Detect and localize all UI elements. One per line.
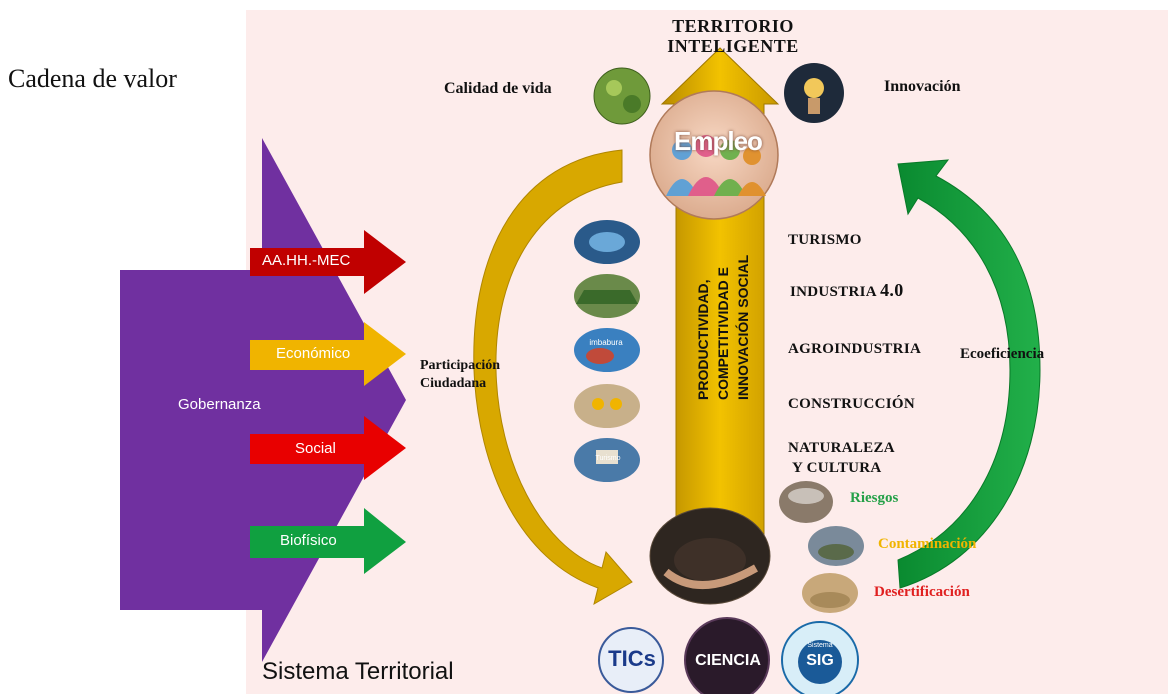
sector-industria: INDUSTRIA 4.0	[790, 280, 904, 301]
quality-of-life-label: Calidad de vida	[444, 80, 552, 97]
participation-arrow	[473, 149, 633, 606]
sector-construccion: CONSTRUCCIÓN	[788, 396, 915, 412]
system-label: Sistema Territorial	[262, 658, 454, 685]
central-arrow-text: PRODUCTIVIDAD, COMPETITIVIDAD E INNOVACI…	[692, 224, 764, 402]
biofisico-label: Biofísico	[280, 532, 337, 549]
diagram-title: Cadena de valor	[8, 64, 177, 93]
sector-naturaleza-cultura: NATURALEZA Y CULTURA	[788, 438, 895, 478]
threat-riesgos: Riesgos	[850, 490, 899, 506]
imbabura-icon-text: imbabura	[589, 338, 623, 347]
central-text-line2: COMPETITIVIDAD E	[715, 267, 731, 400]
people-silhouettes-icon	[666, 135, 766, 196]
economico-label: Económico	[276, 345, 351, 362]
sig-label: SIG	[806, 652, 834, 669]
empleo-label: Empleo	[674, 126, 763, 156]
threat-desertificacion: Desertificación	[874, 584, 970, 600]
construction-photo	[574, 384, 640, 428]
central-text-line1: PRODUCTIVIDAD,	[695, 279, 711, 400]
participation-line1: Participación	[420, 358, 501, 373]
social-label: Social	[295, 440, 336, 457]
sector-naturaleza-line1: NATURALEZA	[788, 440, 895, 456]
smart-territory-title: TERRITORIO INTELIGENTE	[600, 16, 866, 56]
governance-shape	[120, 138, 406, 662]
central-text-line3: INNOVACIÓN SOCIAL	[734, 254, 751, 400]
top-title-line1: TERRITORIO	[672, 16, 794, 36]
governance-label: Gobernanza	[178, 396, 261, 413]
sector-turismo: TURISMO	[788, 232, 862, 248]
ciencia-circle	[684, 617, 770, 694]
arrow-biofisico	[250, 508, 406, 574]
ecoefficiency-label: Ecoeficiencia	[960, 346, 1045, 362]
sector-industria-version: 4.0	[880, 280, 904, 300]
participation-label: Participación Ciudadana	[420, 357, 500, 393]
ecoefficiency-arrow	[897, 159, 1041, 589]
arrow-social	[250, 416, 406, 480]
innovation-label: Innovación	[884, 78, 961, 95]
sig-small-label: Sistema	[807, 642, 833, 649]
aahh-mec-label: AA.HH.-MEC	[262, 252, 351, 269]
tics-label: TICs	[608, 646, 656, 671]
quality-of-life-photo	[593, 67, 651, 125]
tourism-icon-text: Turismo	[595, 455, 621, 462]
sector-industria-label: INDUSTRIA	[790, 284, 877, 300]
participation-line2: Ciudadana	[420, 376, 487, 391]
arrow-aahh-mec	[250, 230, 406, 294]
threat-contaminacion: Contaminación	[878, 536, 977, 552]
sector-naturaleza-line2: Y CULTURA	[792, 460, 882, 476]
arrow-economico	[250, 322, 406, 386]
ciencia-label: CIENCIA	[695, 652, 761, 669]
tics-circle	[598, 627, 664, 693]
top-title-line2: INTELIGENTE	[667, 36, 799, 56]
sector-agroindustria: AGROINDUSTRIA	[788, 341, 922, 357]
